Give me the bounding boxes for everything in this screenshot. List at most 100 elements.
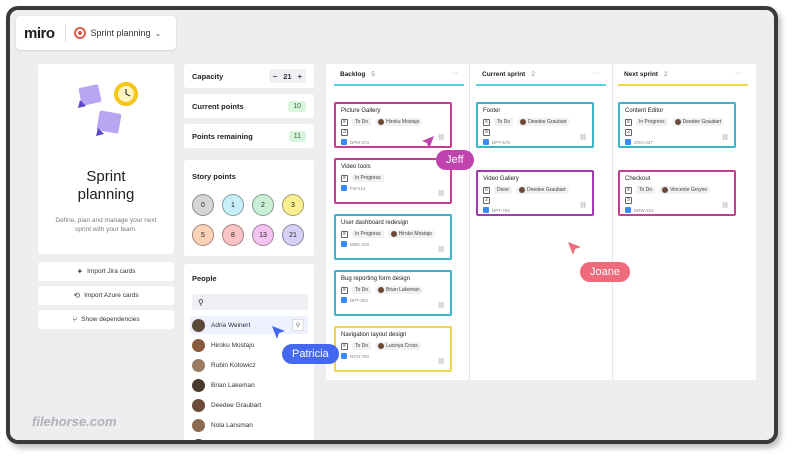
jeff-cursor-icon — [422, 136, 434, 149]
assignee-name: Vincente Groyno — [670, 187, 708, 193]
assignee-name: Lucinya Cross — [386, 343, 418, 349]
issue-id[interactable]: DPT-765 — [492, 207, 510, 213]
link-icon[interactable]: ⛓ — [437, 247, 445, 253]
board-menu[interactable]: Sprint planning ⌄ — [73, 27, 161, 39]
import-jira-button[interactable]: ✦ Import Jira cards — [38, 262, 174, 281]
story-point-chip[interactable]: 8 — [222, 224, 244, 246]
story-points-badge[interactable]: 5 — [625, 197, 632, 204]
person-name: Brian Lakeman — [211, 381, 255, 389]
assignee-chip[interactable]: Deedee Graubart — [515, 186, 569, 194]
pin-icon[interactable]: ⚲ — [292, 319, 304, 331]
assignee-chip[interactable]: Hiroko Mostajo — [387, 230, 435, 238]
increment-button[interactable]: + — [297, 71, 302, 81]
status-badge[interactable]: In Progress — [352, 230, 384, 238]
person-item[interactable] — [190, 436, 308, 440]
status-badge[interactable]: Done — [494, 186, 512, 194]
story-point-chip[interactable]: 1 — [222, 194, 244, 216]
link-icon[interactable]: ⛓ — [437, 303, 445, 309]
assignee-chip[interactable]: Vincente Groyno — [659, 186, 711, 194]
status-badge[interactable]: To Do — [352, 342, 372, 350]
issue-id[interactable]: DPM-373 — [350, 139, 370, 145]
story-points-badge[interactable]: 8 — [483, 129, 490, 136]
person-name: Hiroku Mostajo — [211, 341, 255, 349]
story-points-badge[interactable]: 2 — [625, 129, 632, 136]
divider — [64, 24, 66, 42]
link-icon[interactable]: ⛓ — [437, 135, 445, 141]
issue-id[interactable]: DRW-214 — [634, 207, 654, 213]
top-bar: miro Sprint planning ⌄ — [16, 16, 176, 50]
person-item[interactable]: Brian Lakeman — [190, 376, 308, 394]
decrement-button[interactable]: − — [272, 71, 278, 81]
status-badge[interactable]: To Do — [352, 118, 372, 126]
assignee-chip[interactable]: Lucinya Cross — [375, 342, 421, 350]
card-footer: FM-214 — [341, 185, 445, 191]
person-item[interactable]: Nola Lansman — [190, 416, 308, 434]
issue-id[interactable]: DPT-303 — [350, 297, 368, 303]
person-item[interactable]: Deedee Graubart — [190, 396, 308, 414]
more-options-icon[interactable]: ··· — [451, 70, 458, 77]
more-options-icon[interactable]: ··· — [735, 70, 742, 77]
board-name: Sprint planning — [90, 28, 151, 38]
assignee-name: Deedee Graubart — [526, 187, 566, 193]
status-badge[interactable]: To Do — [494, 118, 514, 126]
issue-id[interactable]: WBK-220 — [350, 241, 370, 247]
story-point-chip[interactable]: 5 — [192, 224, 214, 246]
link-icon[interactable]: ⛓ — [437, 191, 445, 197]
card-footer: WBK-220 — [341, 241, 445, 247]
show-dependencies-button[interactable]: ⑂ Show dependencies — [38, 310, 174, 329]
assignee-name: Hiroko Mostajo — [398, 231, 432, 237]
card-title: Video Gallery — [483, 176, 519, 182]
story-points-badge[interactable]: 3 — [341, 129, 348, 136]
story-points-badge[interactable]: 2 — [483, 197, 490, 204]
status-badge[interactable]: In Progress — [636, 118, 668, 126]
link-icon[interactable]: ⛓ — [721, 135, 729, 141]
issue-id[interactable]: FM-214 — [350, 185, 366, 191]
card-title: Bug reporting form design — [341, 276, 411, 282]
story-point-chip[interactable]: 0 — [192, 194, 214, 216]
issue-id[interactable]: ZOO-437 — [634, 139, 653, 145]
story-point-chip[interactable]: 2 — [252, 194, 274, 216]
story-point-chip[interactable]: 21 — [282, 224, 304, 246]
link-icon[interactable]: ⛓ — [579, 135, 587, 141]
story-point-chip[interactable]: 3 — [282, 194, 304, 216]
avatar — [378, 287, 385, 293]
person-item[interactable]: Hiroku Mostajo — [190, 336, 308, 354]
assignee-chip[interactable]: Deedee Graubart — [517, 118, 570, 126]
column-title: Backlog — [340, 70, 366, 78]
assignee-chip[interactable]: Hiroku Mostajo — [375, 118, 423, 126]
link-icon[interactable]: ⛓ — [579, 203, 587, 209]
capacity-value[interactable]: 21 — [283, 71, 292, 81]
status-badge[interactable]: In Progress — [352, 174, 384, 182]
status-badge[interactable]: To Do — [636, 186, 656, 194]
people-search-input[interactable]: ⚲ — [192, 294, 308, 310]
issue-id[interactable]: DPT-678 — [492, 139, 510, 145]
link-icon[interactable]: ⛓ — [437, 359, 445, 365]
person-item[interactable]: Rubin Kotowicz — [190, 356, 308, 374]
assignee-chip[interactable]: Brian Lakeman — [375, 286, 423, 294]
story-point-chip[interactable]: 13 — [252, 224, 274, 246]
import-azure-button[interactable]: ⟲ Import Azure cards — [38, 286, 174, 305]
more-options-icon[interactable]: ··· — [593, 70, 600, 77]
issue-id[interactable]: NOH-783 — [350, 353, 370, 359]
link-icon[interactable]: ⛓ — [721, 203, 729, 209]
card-footer: DPT-303 — [341, 297, 445, 303]
status-badge[interactable]: To Do — [352, 286, 372, 294]
person-item[interactable]: Adria Weinert⚲ — [190, 316, 308, 334]
column-count: 2 — [663, 70, 668, 78]
assignee-chip[interactable]: Deedee Graubart — [671, 118, 725, 126]
status-icon: ≡ — [341, 118, 348, 126]
